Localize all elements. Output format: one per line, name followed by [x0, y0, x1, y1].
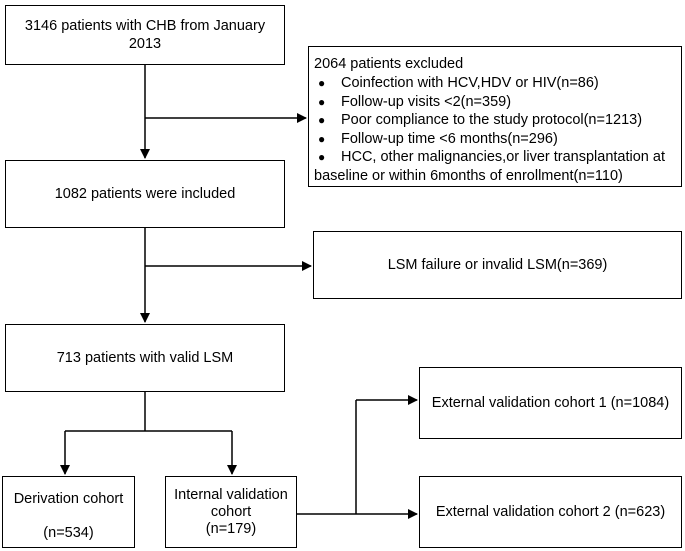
excluded-heading: 2064 patients excluded [314, 56, 464, 72]
internal-line1: Internal validation [174, 487, 288, 503]
lsm-failure-box: LSM failure or invalid LSM(n=369) [313, 231, 682, 299]
exclusion-item: ●Poor compliance to the study protocol(n… [318, 112, 643, 129]
bullet-icon: ● [318, 150, 326, 165]
exclusion-list: ●Coinfection with HCV,HDV or HIV(n=86) ●… [309, 74, 665, 186]
start-line1: 3146 patients with CHB from January [24, 18, 266, 34]
exclusion-item: ●Follow-up visits <2(n=359) [318, 93, 512, 110]
included-box: 1082 patients were included [5, 160, 285, 228]
included-text: 1082 patients were included [54, 186, 236, 202]
internal-validation-box: Internal validation cohort (n=179) [165, 476, 297, 548]
bullet-icon: ● [318, 94, 326, 109]
internal-validation-text: Internal validation cohort (n=179) [166, 487, 296, 538]
external-validation-2-text: External validation cohort 2 (n=623) [435, 504, 666, 520]
external-validation-2-box: External validation cohort 2 (n=623) [419, 476, 682, 548]
valid-lsm-box: 713 patients with valid LSM [5, 324, 285, 392]
derivation-cohort-box: Derivation cohort (n=534) [2, 476, 135, 548]
exclusion-item-continued: baseline or within 6months of enrollment… [314, 167, 623, 184]
bullet-icon: ● [318, 113, 326, 128]
bullet-icon: ● [318, 131, 326, 146]
bullet-icon: ● [318, 76, 326, 90]
derivation-label: Derivation cohort [13, 491, 124, 507]
start-line2: 2013 [128, 36, 162, 52]
exclusion-item: ●HCC, other malignancies,or liver transp… [318, 149, 665, 166]
start-text: 3146 patients with CHB from January 2013 [6, 17, 284, 53]
external-validation-1-text: External validation cohort 1 (n=1084) [431, 395, 670, 411]
excluded-box: 2064 patients excluded ●Coinfection with… [308, 46, 682, 187]
internal-count: (n=179) [205, 521, 257, 537]
start-box: 3146 patients with CHB from January 2013 [5, 5, 285, 65]
exclusion-item: ●Coinfection with HCV,HDV or HIV(n=86) [318, 75, 599, 91]
external-validation-1-box: External validation cohort 1 (n=1084) [419, 367, 682, 439]
lsm-failure-text: LSM failure or invalid LSM(n=369) [387, 257, 608, 273]
exclusion-item: ●Follow-up time <6 months(n=296) [318, 130, 558, 147]
internal-line2: cohort [210, 504, 252, 520]
derivation-count: (n=534) [43, 525, 94, 541]
valid-lsm-text: 713 patients with valid LSM [56, 350, 234, 366]
